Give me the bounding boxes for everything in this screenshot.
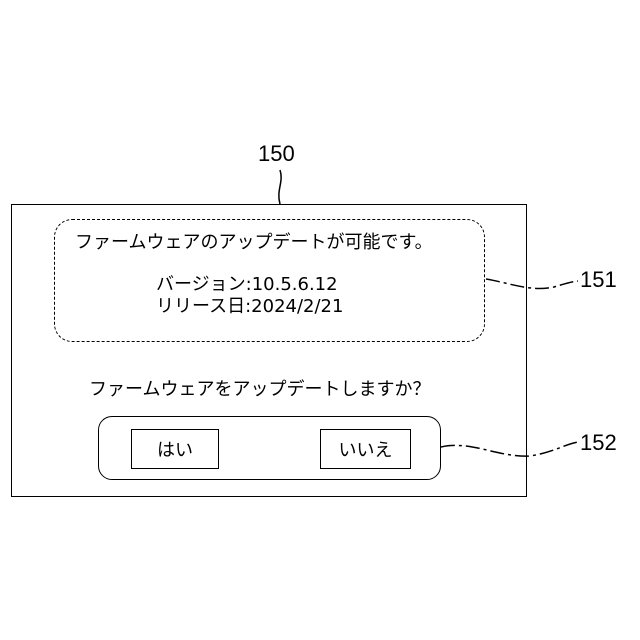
no-button-label: いいえ <box>339 436 393 462</box>
yes-button[interactable]: はい <box>131 429 219 469</box>
leader-line-150 <box>279 170 281 204</box>
update-available-message: ファームウェアのアップデートが可能です。 <box>75 234 433 252</box>
reference-label-151: 151 <box>580 269 617 291</box>
release-date-text: リリース日:2024/2/21 <box>156 298 343 316</box>
no-button[interactable]: いいえ <box>320 429 411 469</box>
reference-label-150: 150 <box>258 143 295 165</box>
update-question: ファームウェアをアップデートしますか？ <box>89 381 430 399</box>
yes-button-label: はい <box>157 436 193 462</box>
version-text: バージョン:10.5.6.12 <box>156 276 338 294</box>
reference-label-152: 152 <box>580 432 617 454</box>
